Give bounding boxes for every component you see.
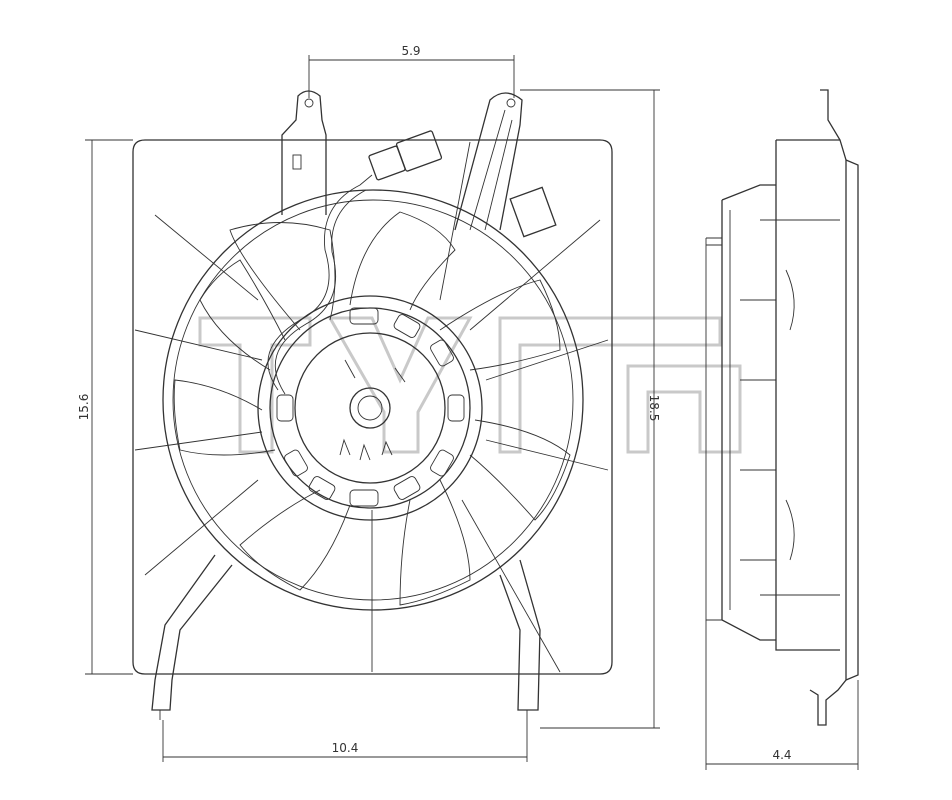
top-width-label: 5.9 [401,44,420,58]
dimension-frame-height: 15.6 [77,139,133,675]
dimension-mount-width: 10.4 [162,720,528,762]
overall-height-label: 18.5 [647,395,661,422]
watermark-logo [198,316,742,454]
front-view [132,90,613,720]
motor-hub [257,295,483,521]
frame-height-label: 15.6 [77,394,91,421]
fan-ring-inner [172,199,574,601]
side-view [705,89,859,726]
top-brackets [281,90,523,231]
fan-blades [173,211,571,606]
dimension-depth: 4.4 [705,620,859,770]
dimension-top-width: 5.9 [308,44,515,98]
bottom-legs [151,554,541,720]
fan-ring-outer [162,189,584,611]
mount-width-label: 10.4 [332,741,359,755]
shroud-spokes [134,141,609,673]
motor-wire [267,130,443,395]
dimension-overall-height: 18.5 [520,89,661,729]
shroud-frame [132,139,613,675]
depth-label: 4.4 [772,748,791,762]
small-connector-block [509,186,557,238]
